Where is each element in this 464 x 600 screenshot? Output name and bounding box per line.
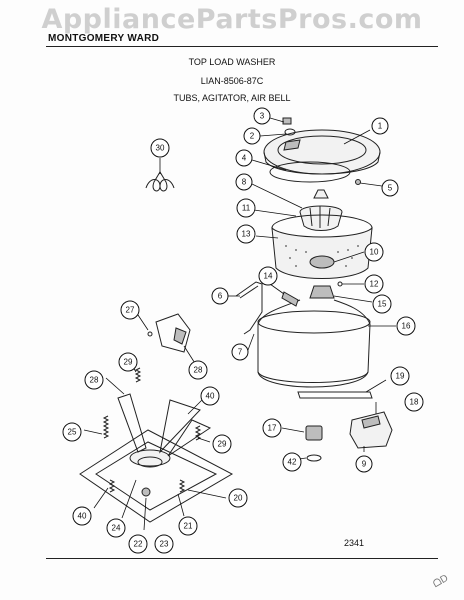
tub-gasket-part xyxy=(269,161,351,183)
brand-name: MONTGOMERY WARD xyxy=(48,33,160,44)
callout-3: 3 xyxy=(253,107,271,125)
svg-text:9: 9 xyxy=(362,460,367,469)
svg-text:12: 12 xyxy=(370,280,379,289)
agitator-part xyxy=(299,189,343,231)
svg-text:27: 27 xyxy=(126,306,135,315)
callout-13: 13 xyxy=(236,224,256,244)
section-title: TUBS, AGITATOR, AIR BELL xyxy=(173,93,291,103)
spring-clip-part xyxy=(145,171,175,192)
callout-6: 6 xyxy=(211,287,229,305)
svg-text:28: 28 xyxy=(194,366,203,375)
svg-text:29: 29 xyxy=(124,358,133,367)
motor-bracket-part xyxy=(147,313,191,353)
svg-text:11: 11 xyxy=(242,204,251,213)
callout-11: 11 xyxy=(236,198,256,218)
fill-hose-part xyxy=(235,281,299,335)
callout-19: 19 xyxy=(390,366,410,386)
outer-tub-part xyxy=(257,299,371,388)
clip-5-part xyxy=(355,179,361,185)
svg-text:10: 10 xyxy=(370,248,379,257)
callout-16: 16 xyxy=(396,316,416,336)
watermark: AppliancePartsPros.com xyxy=(41,4,423,35)
callout-10: 10 xyxy=(364,242,384,262)
suspension-springs-part xyxy=(102,367,202,497)
diagram-number: 2341 xyxy=(344,538,365,548)
svg-text:42: 42 xyxy=(288,458,297,467)
air-bell-part xyxy=(305,425,323,462)
header-rule xyxy=(46,46,438,47)
callout-28-upper: 28 xyxy=(188,360,208,380)
svg-text:19: 19 xyxy=(396,372,405,381)
svg-text:1: 1 xyxy=(378,122,383,131)
callout-15: 15 xyxy=(372,294,392,314)
callout-40-upper: 40 xyxy=(200,386,220,406)
svg-text:30: 30 xyxy=(156,144,165,153)
svg-text:6: 6 xyxy=(218,292,223,301)
callout-27: 27 xyxy=(120,300,140,320)
svg-text:22: 22 xyxy=(134,540,143,549)
svg-text:23: 23 xyxy=(160,540,169,549)
svg-text:17: 17 xyxy=(268,424,277,433)
tub-cover-part xyxy=(263,129,381,175)
callout-14: 14 xyxy=(258,266,278,286)
product-title: TOP LOAD WASHER xyxy=(188,57,276,67)
suspension-frame-part xyxy=(79,393,234,523)
svg-text:18: 18 xyxy=(410,398,419,407)
callout-24: 24 xyxy=(106,518,126,538)
svg-text:24: 24 xyxy=(112,524,121,533)
svg-text:25: 25 xyxy=(68,428,77,437)
footer-rule xyxy=(46,558,438,559)
svg-text:14: 14 xyxy=(264,272,273,281)
svg-text:29: 29 xyxy=(218,440,227,449)
callout-29-lower: 29 xyxy=(212,434,232,454)
svg-text:15: 15 xyxy=(378,300,387,309)
callout-9: 9 xyxy=(355,455,373,473)
callout-2: 2 xyxy=(243,127,261,145)
spin-basket-part xyxy=(271,214,373,279)
svg-text:13: 13 xyxy=(242,230,251,239)
callout-12: 12 xyxy=(364,274,384,294)
callout-28-lower: 28 xyxy=(84,370,104,390)
callout-1: 1 xyxy=(371,117,389,135)
callout-7: 7 xyxy=(231,343,249,361)
callout-17: 17 xyxy=(262,418,282,438)
svg-text:4: 4 xyxy=(242,154,247,163)
svg-text:8: 8 xyxy=(242,178,247,187)
svg-text:21: 21 xyxy=(184,522,193,531)
leader-lines xyxy=(83,117,396,531)
callout-30: 30 xyxy=(150,138,170,158)
svg-text:16: 16 xyxy=(402,322,411,331)
callout-4: 4 xyxy=(235,149,253,167)
callout-5: 5 xyxy=(381,179,399,197)
callout-18: 18 xyxy=(404,392,424,412)
callout-25: 25 xyxy=(62,422,82,442)
callout-40-lower: 40 xyxy=(72,506,92,526)
svg-text:28: 28 xyxy=(90,376,99,385)
drive-block-part xyxy=(309,281,343,299)
svg-text:20: 20 xyxy=(234,494,243,503)
svg-text:5: 5 xyxy=(388,184,393,193)
callout-23: 23 xyxy=(154,534,174,554)
svg-text:7: 7 xyxy=(238,348,243,357)
model-number: LIAN-8506-87C xyxy=(200,76,264,86)
callout-21: 21 xyxy=(178,516,198,536)
pump-bracket-part xyxy=(297,391,393,449)
svg-text:40: 40 xyxy=(206,392,215,401)
callout-8: 8 xyxy=(235,173,253,191)
bolt-washer-part xyxy=(282,117,296,136)
callout-20: 20 xyxy=(228,488,248,508)
callout-42: 42 xyxy=(282,452,302,472)
svg-text:40: 40 xyxy=(78,512,87,521)
callout-22: 22 xyxy=(128,534,148,554)
svg-text:2: 2 xyxy=(250,132,255,141)
callout-29-upper: 29 xyxy=(118,352,138,372)
svg-text:3: 3 xyxy=(260,112,265,121)
